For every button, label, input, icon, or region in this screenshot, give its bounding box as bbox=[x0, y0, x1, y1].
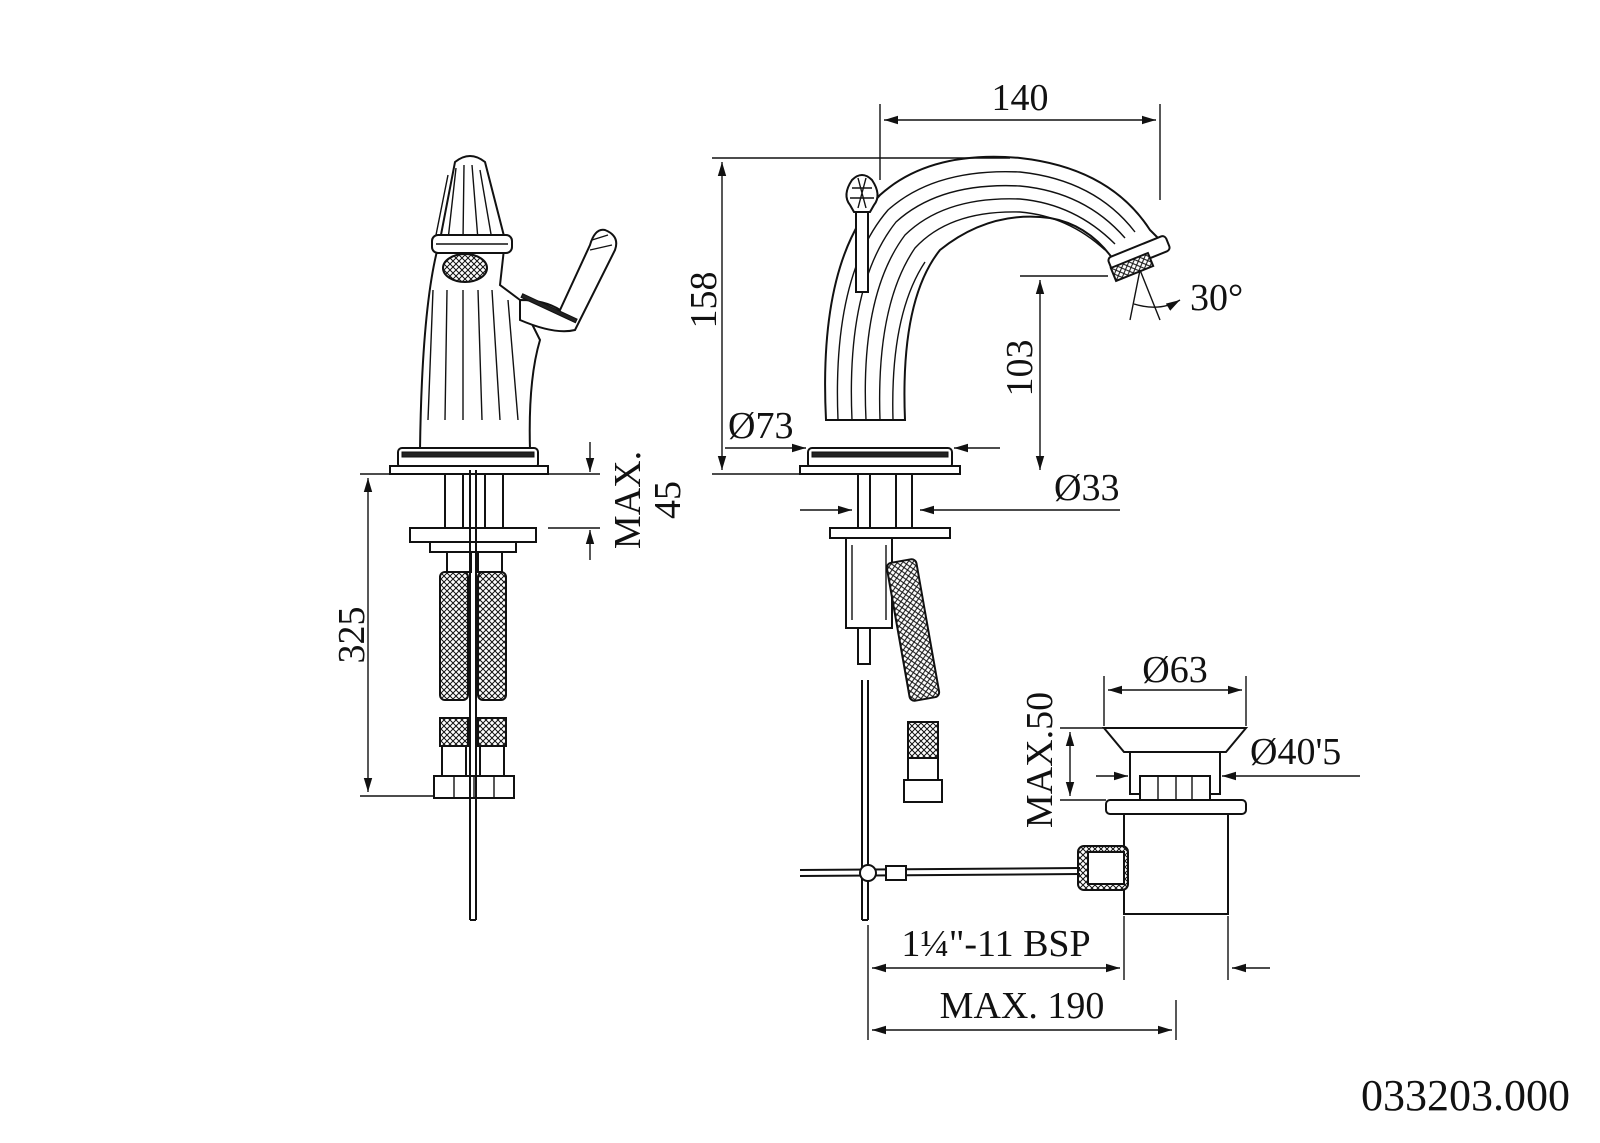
drain-flange bbox=[1101, 727, 1249, 753]
dim-140-label: 140 bbox=[992, 77, 1049, 119]
dim-33-label: Ø33 bbox=[1054, 467, 1119, 509]
side-view bbox=[389, 155, 618, 921]
dim-405-label: Ø40'5 bbox=[1250, 731, 1341, 773]
aerator bbox=[442, 253, 488, 283]
dim-max50-label: MAX.50 bbox=[1019, 692, 1061, 828]
dim-103-label: 103 bbox=[999, 340, 1041, 397]
product-code: 033203.000 bbox=[1361, 1071, 1570, 1120]
dim-30-label: 30° bbox=[1190, 277, 1243, 319]
dim-325-label: 325 bbox=[331, 607, 373, 664]
dim-drain-body: Ø40'5 bbox=[1096, 731, 1360, 781]
dim-spout-angle: 30° bbox=[1129, 269, 1243, 321]
dim-rod-length: MAX. 190 bbox=[872, 985, 1177, 1040]
linkage-rod bbox=[799, 867, 1081, 871]
front-view bbox=[799, 155, 1171, 921]
dim-158-label: 158 bbox=[683, 272, 725, 329]
mounting-plate bbox=[409, 527, 537, 543]
dim-spout-height: 103 bbox=[999, 275, 1108, 470]
drain-assembly bbox=[799, 727, 1249, 915]
dim-deck-thickness: MAX. 45 bbox=[548, 442, 689, 560]
dim-spout-reach: 140 bbox=[879, 77, 1161, 200]
dim-73-label: Ø73 bbox=[728, 405, 793, 447]
dim-190-label: MAX. 190 bbox=[940, 985, 1105, 1027]
dim-base-diameter: Ø73 bbox=[725, 405, 1000, 453]
dim-45-label: 45 bbox=[647, 481, 689, 519]
dim-max-label: MAX. bbox=[607, 451, 649, 549]
drain-body bbox=[1123, 813, 1229, 915]
dim-drain-flange: Ø63 bbox=[1103, 649, 1247, 726]
dim-hole-diameter: Ø33 bbox=[800, 467, 1120, 515]
dim-hose-length: 325 bbox=[331, 473, 440, 797]
drain-nut bbox=[1139, 775, 1211, 801]
front-mounting-plate bbox=[829, 527, 951, 539]
spout-flutes bbox=[836, 170, 1136, 421]
dim-63-label: Ø63 bbox=[1142, 649, 1207, 691]
hose-left bbox=[439, 571, 469, 701]
dim-drain-thread: 1¼"-11 BSP bbox=[867, 916, 1270, 1040]
dim-overall-height: 158 bbox=[683, 157, 1010, 475]
body-flutes bbox=[427, 164, 519, 421]
dim-bsp-label: 1¼"-11 BSP bbox=[901, 923, 1090, 965]
dim-drain-deck: MAX.50 bbox=[1019, 692, 1106, 828]
hose-right bbox=[477, 571, 507, 701]
